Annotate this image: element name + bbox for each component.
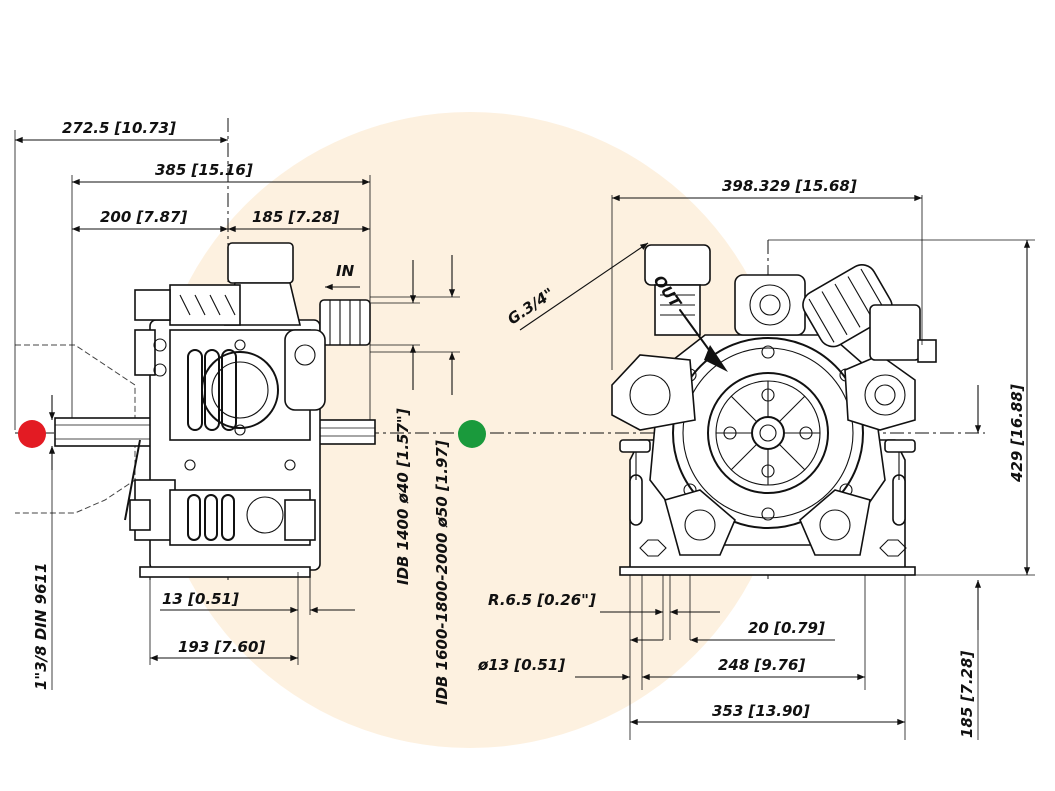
dim-193: 193 [7.60]	[178, 638, 265, 656]
dim-385: 385 [15.16]	[155, 161, 253, 179]
dim-429: 429 [16.88]	[1008, 384, 1026, 483]
green-marker-dot	[458, 420, 486, 448]
dim-185-right: 185 [7.28]	[958, 651, 976, 738]
in-label: IN	[336, 262, 355, 280]
din-shaft-label: 1"3/8 DIN 9611	[32, 563, 50, 690]
dim-272-5: 272.5 [10.73]	[62, 119, 176, 137]
dim-13-left: 13 [0.51]	[162, 590, 239, 608]
dim-200: 200 [7.87]	[100, 208, 187, 226]
left-view-dimensions	[14, 130, 460, 690]
dim-398: 398.329 [15.68]	[722, 177, 857, 195]
dim-248: 248 [9.76]	[718, 656, 805, 674]
idb-1600-label: IDB 1600-1800-2000 ø50 [1.97]	[433, 440, 451, 705]
dim-353: 353 [13.90]	[712, 702, 810, 720]
right-view-labels: 398.329 [15.68] 429 [16.88] G.3/4" OUT R…	[477, 177, 1026, 738]
idb-1400-label: IDB 1400 ø40 [1.57"]	[394, 408, 412, 585]
dim-13-right: ø13 [0.51]	[477, 656, 565, 674]
left-side-view	[15, 118, 460, 580]
dim-185-top: 185 [7.28]	[252, 208, 339, 226]
left-view-labels: 272.5 [10.73] 385 [15.16] 200 [7.87] 185…	[32, 119, 451, 705]
right-front-view	[490, 240, 985, 580]
right-view-dimensions	[519, 194, 1035, 740]
dim-20: 20 [0.79]	[748, 619, 825, 637]
red-marker-dot	[18, 420, 46, 448]
r65-label: R.6.5 [0.26"]	[488, 591, 596, 609]
